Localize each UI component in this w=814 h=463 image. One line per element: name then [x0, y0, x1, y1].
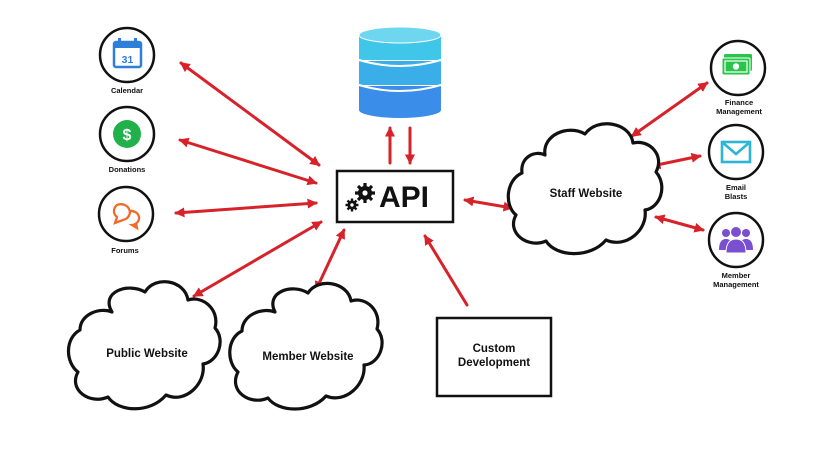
arrow-public-website-api — [192, 220, 323, 298]
arrow-api-staff-website — [463, 196, 514, 212]
arrow-calendar-api — [179, 61, 321, 167]
arrow-member-website-api — [314, 228, 346, 292]
integration-calendar: 31 Calendar — [98, 26, 156, 95]
member-website-label: Member Website — [262, 351, 353, 363]
email-label-line1: Email — [726, 183, 746, 192]
arrow-donations-api — [178, 137, 318, 186]
member-management-label-line2: Management — [713, 280, 759, 289]
calendar-icon: 31 — [112, 38, 143, 69]
forums-label: Forums — [111, 246, 139, 255]
custom-development: Custom Development — [435, 316, 553, 398]
dollar-coin-icon: $ — [113, 120, 141, 148]
api-box — [335, 169, 455, 224]
money-icon — [721, 54, 752, 76]
email-label-line2: Blasts — [725, 192, 748, 201]
arrow-forums-api — [174, 198, 318, 218]
staff-website-shape — [506, 122, 664, 256]
integration-donations: $ Donations — [98, 105, 156, 174]
users-icon — [719, 226, 753, 254]
staff-website-cloud: Staff Website — [506, 122, 664, 256]
custom-development-box — [435, 316, 553, 398]
custom-development-line1: Custom — [473, 343, 516, 355]
finance-label-line1: Finance — [725, 98, 753, 107]
gears-icon — [345, 183, 375, 212]
dollar-sign: $ — [123, 127, 132, 144]
database-icon — [358, 26, 442, 118]
calendar-date: 31 — [122, 54, 134, 66]
staff-website-label: Staff Website — [550, 188, 623, 200]
api-label: API — [379, 181, 429, 214]
public-website-cloud: Public Website — [66, 280, 222, 411]
tool-email-blasts: Email Blasts — [707, 123, 765, 201]
custom-development-line2: Development — [458, 357, 530, 369]
envelope-icon — [720, 140, 752, 164]
arrow-staff-member-management — [654, 214, 705, 233]
chat-bubbles-icon — [112, 203, 141, 231]
public-website-shape — [66, 280, 222, 411]
arrow-staff-finance — [630, 81, 709, 138]
api-hub: API — [335, 169, 455, 224]
finance-label-line2: Management — [716, 107, 762, 116]
arrow-custom-development-api — [423, 234, 469, 307]
forums-circle — [97, 185, 155, 243]
member-website-cloud: Member Website — [228, 281, 384, 411]
member-website-shape — [228, 281, 384, 411]
public-website-label: Public Website — [106, 348, 188, 360]
integration-forums: Forums — [97, 185, 155, 255]
calendar-label: Calendar — [111, 86, 143, 95]
tool-finance-management: Finance Management — [709, 39, 767, 116]
donations-label: Donations — [109, 165, 146, 174]
member-management-label-line1: Member — [722, 271, 751, 280]
tool-member-management: Member Management — [707, 211, 765, 289]
